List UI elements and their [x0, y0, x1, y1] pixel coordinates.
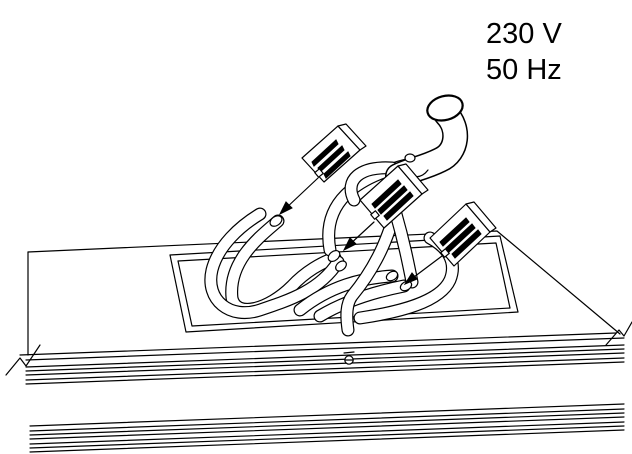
- arrow-icon-3: [403, 255, 443, 286]
- connector-block-1: [301, 123, 367, 183]
- voltage-label: 230 V: [486, 18, 562, 50]
- front-rail: [25, 337, 625, 453]
- connector-block-2: [359, 163, 429, 229]
- connector-block-3: [429, 201, 497, 267]
- housing-back-panel: [19, 230, 621, 356]
- arrow-icon-2: [342, 221, 375, 252]
- screw-icon: [343, 351, 355, 365]
- break-line-right: [605, 321, 632, 346]
- frequency-label: 50 Hz: [486, 54, 562, 86]
- power-cable-icon: [385, 94, 468, 189]
- break-line-left: [5, 344, 41, 376]
- wire-ends: [269, 215, 413, 292]
- arrow-icon: [278, 177, 319, 216]
- power-supply-label: 230 V 50 Hz: [486, 18, 562, 86]
